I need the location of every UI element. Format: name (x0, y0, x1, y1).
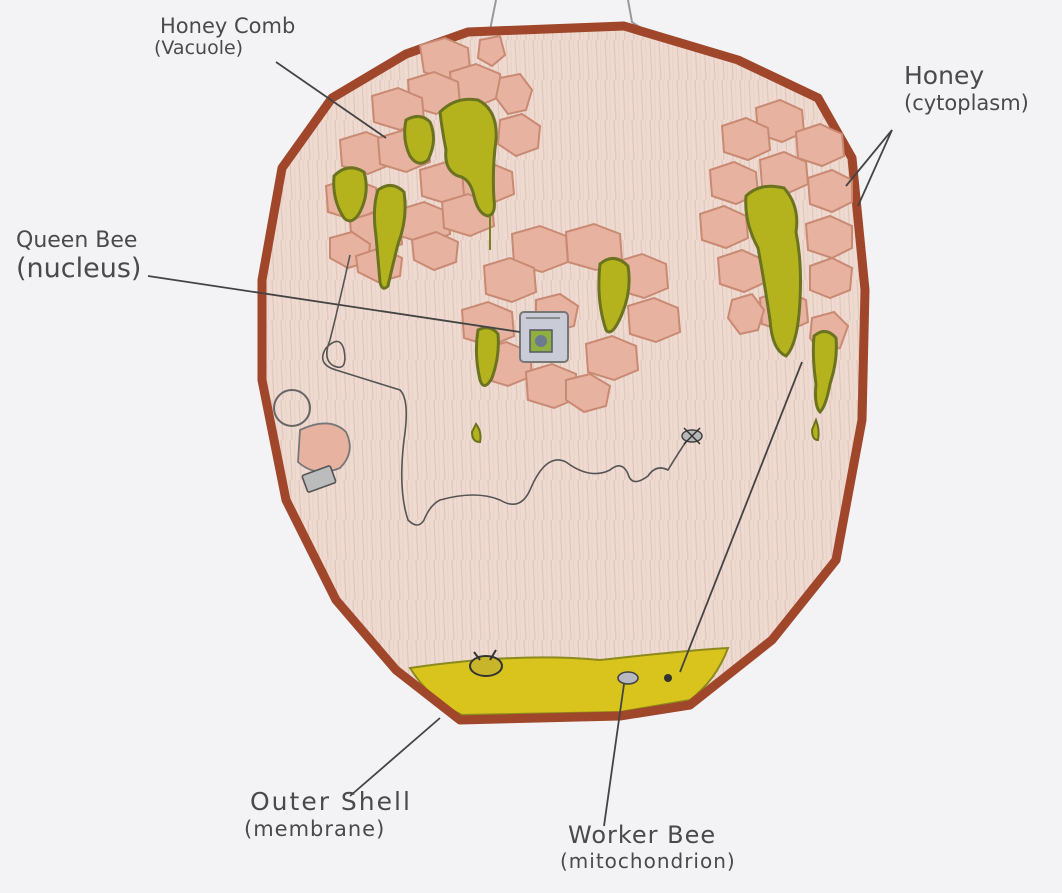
queen-bee-nucleus (520, 312, 568, 362)
label-queen-bee-term: (nucleus) (16, 253, 141, 284)
label-worker-bee-title: Worker Bee (568, 822, 736, 850)
label-honey-term: (cytoplasm) (904, 91, 1029, 115)
label-queen-bee-title: Queen Bee (16, 228, 141, 253)
label-worker-bee-term: (mitochondrion) (560, 850, 736, 873)
label-honey-title: Honey (904, 62, 1029, 91)
label-honeycomb: Honey Comb (Vacuole) (160, 14, 295, 60)
label-outer-shell-title: Outer Shell (250, 788, 412, 817)
label-honey: Honey (cytoplasm) (904, 62, 1029, 115)
pointer-honey-2 (858, 130, 892, 206)
pointer-outer-shell (350, 718, 440, 796)
label-outer-shell-term: (membrane) (244, 817, 412, 841)
label-honeycomb-term: (Vacuole) (154, 38, 295, 60)
label-worker-bee: Worker Bee (mitochondrion) (568, 822, 736, 873)
label-honeycomb-title: Honey Comb (160, 14, 295, 38)
label-queen-bee: Queen Bee (nucleus) (16, 228, 141, 284)
label-outer-shell: Outer Shell (membrane) (250, 788, 412, 841)
